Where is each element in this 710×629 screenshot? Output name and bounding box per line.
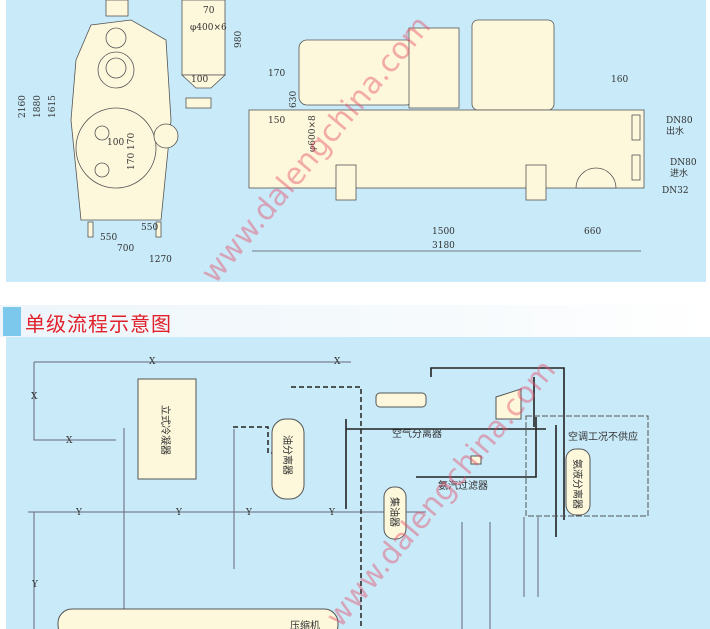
svg-text:φ400×6: φ400×6: [190, 23, 227, 33]
svg-text:550: 550: [100, 233, 117, 243]
svg-text:100: 100: [191, 75, 208, 85]
dimension-labels-left: 2160 1880 1615 70 φ400×6 980 100 100 170…: [18, 6, 244, 265]
vertical-condenser: [137, 378, 197, 480]
water-tank: [495, 388, 522, 420]
svg-text:3180: 3180: [432, 241, 455, 251]
refrigeration-flow-diagram: 立式冷凝器 油分离器 空气分离器 氨汽过滤器 集油器 氨液分离器 空调工况不供应…: [28, 357, 649, 629]
section-title: 单级流程示意图: [25, 312, 172, 336]
flow-labels: 立式冷凝器 油分离器 空气分离器 氨汽过滤器 集油器 氨液分离器 空调工况不供应…: [31, 357, 638, 629]
svg-text:1270: 1270: [149, 255, 172, 265]
air-separator: [375, 392, 427, 408]
svg-text:160: 160: [611, 75, 628, 85]
svg-text:油分离器: 油分离器: [281, 435, 294, 475]
outline-drawing-panel: 2160 1880 1615 70 φ400×6 980 100 100 170…: [6, 0, 706, 282]
svg-text:X: X: [31, 392, 38, 402]
svg-text:立式冷凝器: 立式冷凝器: [159, 405, 172, 455]
svg-text:660: 660: [584, 227, 601, 237]
svg-text:Y: Y: [31, 580, 39, 590]
ammonia-filter: [470, 455, 482, 465]
flow-diagram-panel: 立式冷凝器 油分离器 空气分离器 氨汽过滤器 集油器 氨液分离器 空调工况不供应…: [6, 337, 710, 629]
svg-text:X: X: [334, 357, 341, 367]
svg-text:出水: 出水: [666, 125, 684, 137]
svg-text:X: X: [66, 436, 73, 446]
svg-text:氨液分离器: 氨液分离器: [571, 459, 584, 509]
svg-text:150: 150: [268, 116, 285, 126]
svg-text:Y: Y: [175, 508, 183, 518]
svg-text:Y: Y: [245, 508, 253, 518]
svg-text:进水: 进水: [670, 167, 688, 179]
svg-text:170: 170: [127, 153, 137, 170]
svg-text:压缩机: 压缩机: [290, 619, 320, 629]
receiver-vessel: [57, 608, 339, 629]
svg-text:DN32: DN32: [662, 186, 689, 196]
svg-text:φ600×8: φ600×8: [308, 115, 318, 152]
svg-text:980: 980: [234, 31, 244, 48]
svg-text:550: 550: [141, 223, 158, 233]
svg-text:空调工况不供应: 空调工况不供应: [568, 430, 638, 443]
svg-text:170: 170: [127, 133, 137, 150]
oil-collector: [383, 486, 407, 540]
svg-text:1500: 1500: [432, 227, 455, 237]
svg-text:1615: 1615: [48, 95, 58, 118]
svg-text:70: 70: [203, 6, 215, 16]
compressor-side-view: [70, 0, 227, 238]
svg-text:Y: Y: [328, 508, 336, 518]
svg-text:Y: Y: [75, 508, 83, 518]
svg-text:700: 700: [117, 244, 134, 254]
svg-text:2160: 2160: [18, 95, 28, 118]
oil-separator: [271, 418, 305, 500]
ac-exclusion-box: [525, 415, 649, 517]
ammonia-liquid-separator: [565, 448, 591, 516]
svg-text:100: 100: [107, 138, 124, 148]
svg-text:170: 170: [268, 69, 285, 79]
svg-text:DN80: DN80: [666, 116, 693, 126]
section-header-marker: [3, 307, 21, 336]
compressor-outline-drawing: 2160 1880 1615 70 φ400×6 980 100 100 170…: [18, 0, 697, 265]
svg-text:空气分离器: 空气分离器: [392, 427, 442, 440]
svg-text:氨汽过滤器: 氨汽过滤器: [438, 479, 488, 492]
svg-text:集油器: 集油器: [388, 497, 401, 527]
svg-text:X: X: [149, 357, 156, 367]
section-header: 单级流程示意图: [0, 305, 710, 337]
compressor-front-view: [248, 19, 645, 201]
dimension-labels-right: 170 630 150 φ600×8 160 1500 660 3180 DN8…: [268, 69, 697, 251]
svg-text:630: 630: [289, 91, 299, 108]
svg-text:1880: 1880: [33, 95, 43, 118]
svg-text:DN80: DN80: [670, 158, 697, 168]
